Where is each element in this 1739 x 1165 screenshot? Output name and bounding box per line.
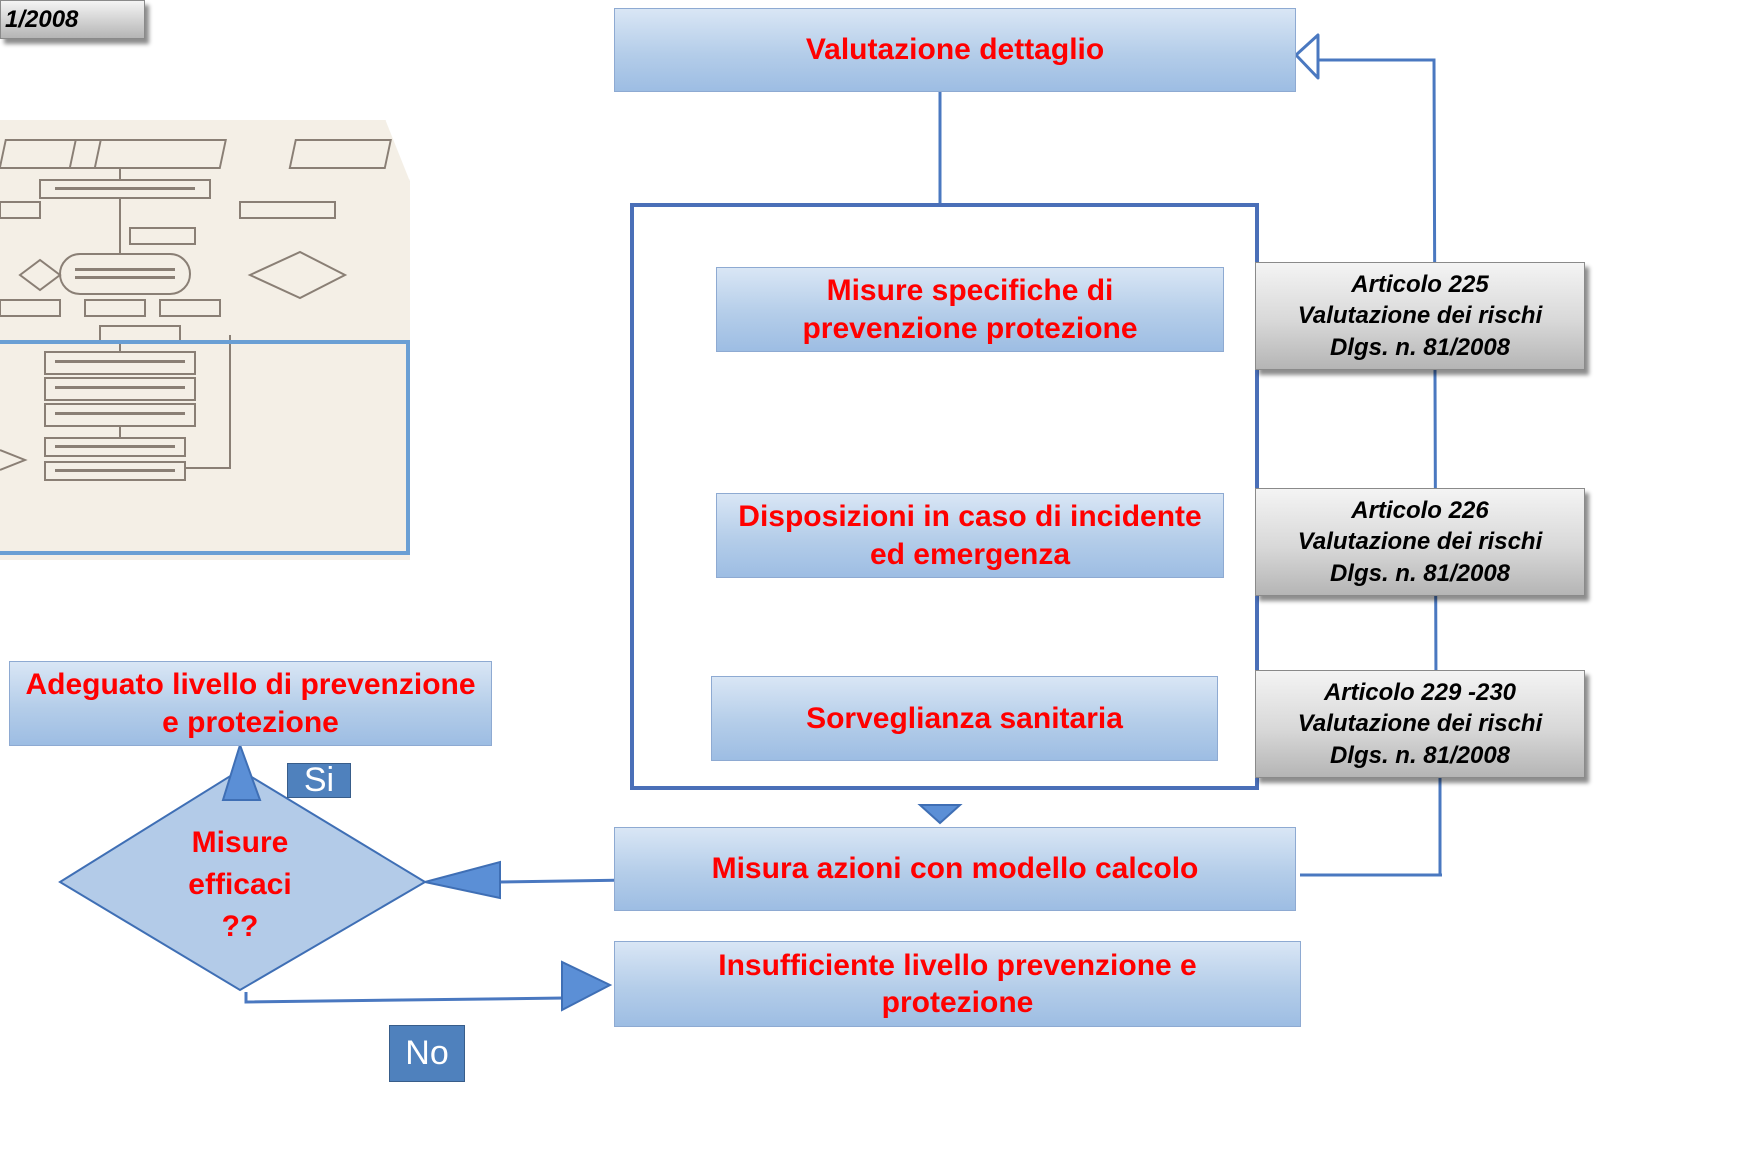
- node-sorveglianza-sanitaria: Sorveglianza sanitaria: [711, 676, 1218, 761]
- feedback-arrowhead: [1294, 33, 1320, 80]
- thumbnail-highlight-frame: [0, 340, 410, 555]
- reference-articolo-225: Articolo 225 Valutazione dei rischi Dlgs…: [1255, 262, 1585, 370]
- node-misura-azioni: Misura azioni con modello calcolo: [614, 827, 1296, 911]
- node-adeguato-livello: Adeguato livello di prevenzione e protez…: [9, 661, 492, 746]
- misura-to-decision-arrowhead: [424, 860, 501, 900]
- no-path-line: [244, 992, 566, 1004]
- reference-articolo-229-230: Articolo 229 -230 Valutazione dei rischi…: [1255, 670, 1585, 778]
- header-reference-box: 1/2008: [0, 0, 145, 39]
- misura-to-decision-line: [499, 878, 633, 884]
- node-misure-specifiche: Misure specifiche di prevenzione protezi…: [716, 267, 1224, 352]
- node-disposizioni: Disposizioni in caso di incidente ed eme…: [716, 493, 1224, 578]
- no-arrowhead: [561, 960, 613, 1012]
- reference-articolo-226: Articolo 226 Valutazione dei rischi Dlgs…: [1255, 488, 1585, 596]
- yes-label: Si: [287, 761, 351, 799]
- decision-label: Misure efficaci ??: [188, 826, 292, 943]
- node-valutazione-dettaglio: Valutazione dettaglio: [614, 8, 1296, 92]
- thumbnail-graphic: [0, 139, 392, 481]
- node-insufficiente-livello: Insufficiente livello prevenzione e prot…: [614, 941, 1301, 1027]
- decision-diamond: [58, 768, 427, 992]
- yes-arrowhead: [221, 741, 262, 801]
- header-reference-text: 1/2008: [5, 5, 79, 33]
- no-label: No: [389, 1025, 465, 1082]
- group-down-arrowhead: [917, 804, 963, 825]
